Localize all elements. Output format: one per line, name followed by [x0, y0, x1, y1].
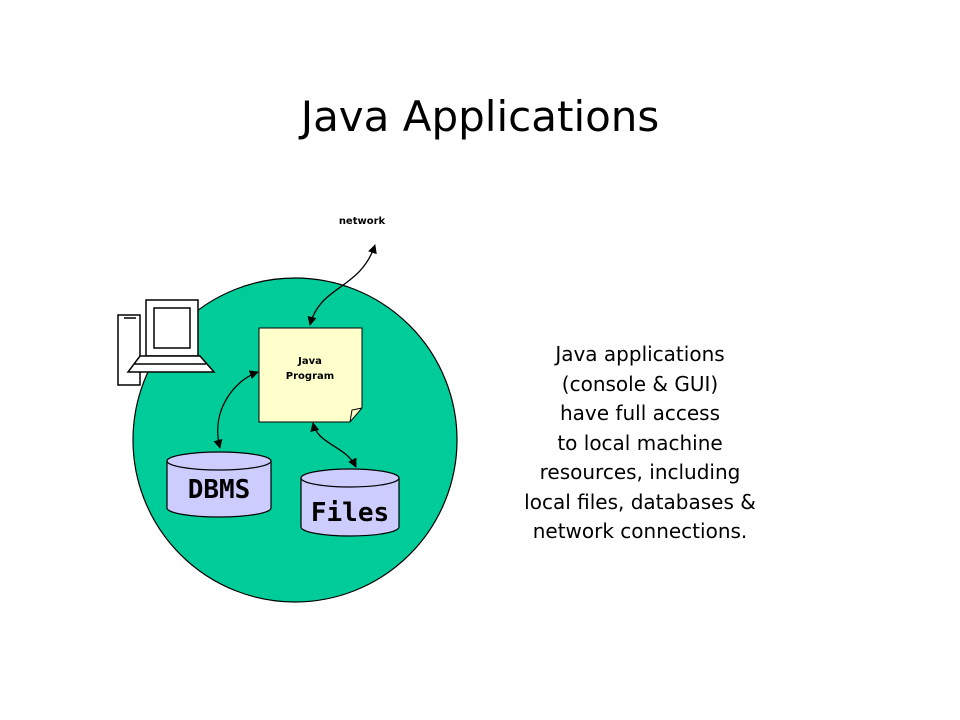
files-arrow [310, 422, 357, 468]
files-label: Files [311, 498, 389, 528]
database-cylinder-icon [166, 451, 272, 518]
network-label: network [339, 216, 386, 227]
java-program-note [258, 327, 363, 423]
computer-icon [117, 299, 216, 386]
description-line: local files, databases & [524, 489, 756, 514]
description-line: to local machine [557, 430, 723, 455]
description-line: have full access [559, 401, 720, 425]
description-line: (console & GUI) [561, 371, 719, 396]
description-line: network connections. [532, 519, 748, 543]
description-text: Java applications (console & GUI) have f… [490, 340, 790, 547]
description-line: resources, including [539, 460, 741, 484]
files-cylinder-icon [300, 468, 400, 537]
java-program-label-line1: Java [297, 356, 322, 367]
slide-title: Java Applications [300, 92, 660, 141]
description-line: Java applications [555, 342, 725, 366]
network-arrow [307, 244, 377, 326]
dbms-label: DBMS [188, 475, 251, 505]
dbms-arrow [213, 370, 259, 449]
java-program-label-line2: Program [286, 371, 334, 382]
